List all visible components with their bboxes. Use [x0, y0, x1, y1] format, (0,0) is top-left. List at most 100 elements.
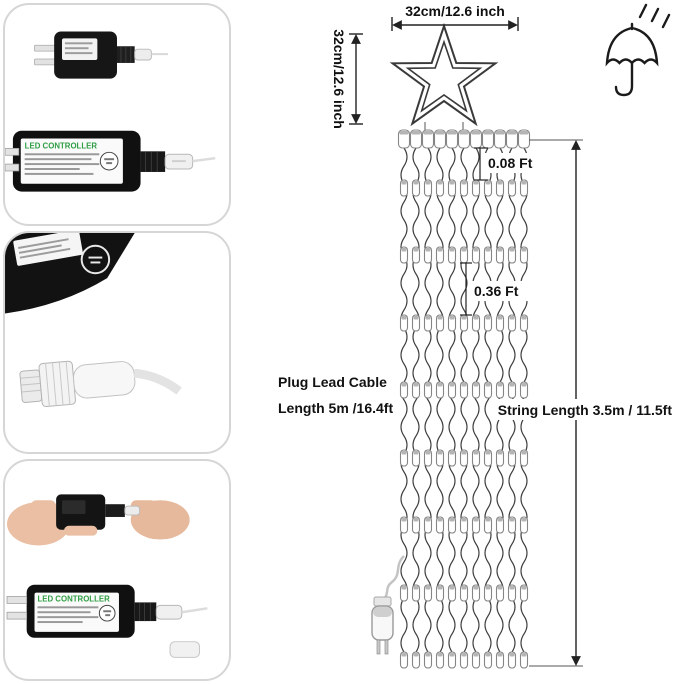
light-bulb: [435, 314, 445, 332]
light-bulb: [495, 314, 505, 332]
string-wire: [472, 147, 480, 653]
light-bulb: [399, 584, 409, 602]
light-bulb: [507, 516, 517, 534]
light-bulb: [459, 584, 469, 602]
light-bulb: [471, 246, 481, 264]
light-bulb: [483, 516, 493, 534]
light-bulb: [423, 246, 433, 264]
label-text-line: [24, 168, 80, 170]
light-bulb: [459, 314, 469, 332]
plug-prong: [6, 611, 28, 620]
wall-adapter-photo: [34, 31, 169, 79]
light-bulb: [409, 129, 423, 149]
string-wire: [424, 147, 432, 653]
connector-closeup-photo: [19, 360, 182, 408]
threaded-tip: [19, 369, 43, 403]
string-length-dimension: String Length 3.5m / 11.5ft: [490, 139, 676, 667]
light-bulb: [423, 449, 433, 467]
plug-prong: [34, 44, 57, 52]
light-bulb: [459, 246, 469, 264]
rib-line: [58, 361, 64, 406]
led-controller-photo: LED CONTROLLER: [5, 130, 216, 192]
light-bulb: [399, 381, 409, 399]
connector-tip: [124, 505, 141, 516]
light-bulb: [435, 246, 445, 264]
light-bulb: [483, 314, 493, 332]
light-bulb: [435, 381, 445, 399]
light-bulb: [495, 381, 505, 399]
light-bulb: [421, 129, 435, 149]
string-length-label: String Length 3.5m / 11.5ft: [498, 402, 673, 418]
rain-icon: [638, 3, 648, 19]
plug-prong: [34, 58, 57, 66]
light-bulb: [519, 516, 529, 534]
thread-line: [20, 382, 41, 386]
light-bulb: [495, 246, 505, 264]
label-text-line: [24, 158, 92, 161]
controller-label-title: LED CONTROLLER: [25, 141, 98, 150]
light-bulb: [519, 449, 529, 467]
plug-prong: [5, 147, 20, 156]
spare-connector: [169, 641, 200, 658]
light-bulb: [399, 314, 409, 332]
umbrella-icon: [605, 3, 671, 97]
lead-cable: [382, 555, 405, 601]
photo-panel-connector: [3, 231, 231, 454]
light-bulb: [507, 314, 517, 332]
plug-cable-label-line1: Plug Lead Cable: [278, 374, 387, 390]
rib-line: [65, 361, 71, 405]
light-bulb: [519, 179, 529, 197]
etl-mark: [98, 604, 116, 622]
controller-label: [13, 233, 83, 266]
label-text-line: [18, 238, 69, 249]
light-bulb: [483, 584, 493, 602]
light-bulb: [507, 381, 517, 399]
light-bulb: [457, 129, 471, 149]
light-bulb: [435, 584, 445, 602]
ribbed-nut: [134, 602, 157, 622]
light-bulb: [507, 449, 517, 467]
adapter-photo-illustration: LED CONTROLLER: [5, 31, 216, 192]
light-bulb: [507, 179, 517, 197]
umbrella-handle: [614, 61, 634, 97]
label-text-line: [18, 244, 62, 254]
light-bulb: [411, 584, 421, 602]
bulb-gap-label: 0.36 Ft: [474, 283, 519, 299]
light-bulb: [459, 179, 469, 197]
string-wire: [412, 147, 420, 653]
plug-prong: [6, 596, 28, 604]
wire: [192, 156, 216, 163]
light-bulb: [399, 246, 409, 264]
finger: [63, 525, 98, 536]
etl-mark-text: [88, 256, 103, 259]
light-bulb: [507, 651, 517, 669]
star-width-dimension: 32cm/12.6 inch: [391, 3, 519, 31]
etl-mark-text: [106, 162, 113, 165]
light-bulb: [423, 179, 433, 197]
string-wire: [400, 147, 408, 653]
photo-panel-hands: LED CONTROLLER: [3, 459, 231, 681]
string-wire: [484, 147, 492, 653]
light-bulb: [435, 651, 445, 669]
plug-prong: [5, 163, 20, 172]
light-bulb: [399, 651, 409, 669]
plug-prong: [376, 639, 381, 655]
thread-line: [20, 376, 40, 379]
ribbed-nut: [140, 151, 166, 172]
photo-panel-adapter: LED CONTROLLER: [3, 3, 231, 226]
light-bulb: [471, 179, 481, 197]
light-bulb: [471, 449, 481, 467]
rib-line: [45, 363, 50, 407]
left-hand: [7, 502, 70, 546]
led-controller-photo-2: LED CONTROLLER: [6, 584, 208, 658]
hands-photo: [7, 494, 190, 546]
label-text-line: [24, 163, 100, 166]
light-bulb: [493, 129, 507, 149]
label-backdrop: [490, 399, 676, 420]
light-bulb: [495, 516, 505, 534]
light-bulb: [469, 129, 483, 149]
plug-cable-label-line2: Length 5m /16.4ft: [278, 400, 393, 416]
light-bulb: [495, 449, 505, 467]
controller-label: [20, 138, 123, 184]
top-gap-dimension: 0.08 Ft: [474, 147, 546, 181]
